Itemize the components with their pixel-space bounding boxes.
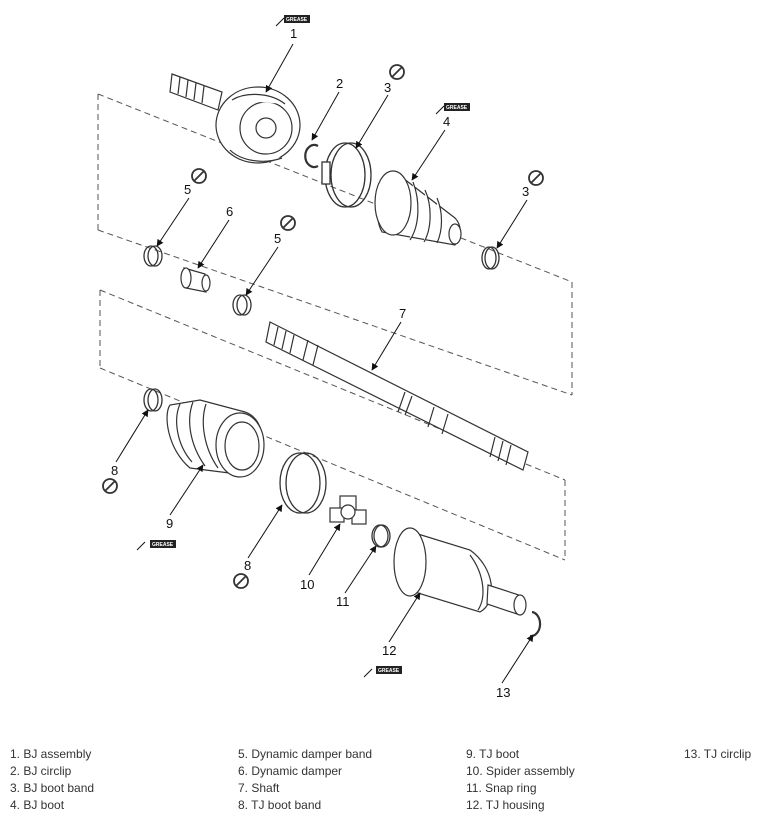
svg-text:GREASE: GREASE [152, 542, 174, 548]
no-reuse-icons [102, 64, 544, 589]
legend-item: 8. TJ boot band [238, 798, 322, 812]
no-reuse-icon [191, 168, 207, 184]
bj-boot-band-right-part [481, 246, 500, 270]
tj-circlip-part [529, 610, 542, 638]
dynamic-damper-band-part [143, 245, 163, 267]
legend-item: 9. TJ boot [466, 747, 520, 761]
no-reuse-icon [102, 478, 118, 494]
callout-5b: 5 [274, 231, 281, 246]
exploded-drive-shaft-diagram: 1 2 3 4 5 6 5 3 7 8 9 8 10 11 12 13 GREA… [97, 15, 573, 700]
bj-boot-part [374, 170, 462, 246]
legend-item: 12. TJ housing [466, 798, 545, 812]
dynamic-damper-part [180, 267, 211, 293]
no-reuse-icon [233, 573, 249, 589]
callout-numbers: 1 2 3 4 5 6 5 3 7 8 9 8 10 11 12 13 [111, 26, 529, 700]
legend-column-1: 1. BJ assembly 2. BJ circlip 3. BJ boot … [10, 746, 94, 814]
spider-assembly-part [329, 495, 367, 525]
svg-text:GREASE: GREASE [286, 17, 308, 23]
tj-boot-band-center-part [279, 452, 327, 514]
no-reuse-icon [280, 215, 296, 231]
grease-icon-9: GREASE [136, 540, 176, 551]
svg-text:GREASE: GREASE [446, 105, 468, 111]
tj-boot-part [166, 399, 265, 478]
legend-column-3: 9. TJ boot 10. Spider assembly 11. Snap … [466, 746, 575, 814]
legend-item: 1. BJ assembly [10, 747, 92, 761]
legend-column-2: 5. Dynamic damper band 6. Dynamic damper… [238, 746, 372, 814]
shaft-part [265, 321, 529, 471]
leader-arrows [115, 43, 534, 684]
grease-icon-1: GREASE [275, 15, 310, 27]
callout-6: 6 [226, 204, 233, 219]
callout-7: 7 [399, 306, 406, 321]
svg-text:GREASE: GREASE [378, 668, 400, 674]
dynamic-damper-band-center-part [232, 294, 252, 316]
legend-column-4: 13. TJ circlip [684, 746, 751, 763]
bj-boot-band-part [321, 142, 372, 208]
tj-housing-part [393, 527, 527, 616]
tj-boot-band-left-part [143, 388, 163, 412]
legend-item: 6. Dynamic damper [238, 764, 343, 778]
upper-assembly-frame [97, 93, 573, 396]
legend-item: 10. Spider assembly [466, 764, 575, 778]
grease-icon-4: GREASE [435, 103, 470, 115]
legend-item: 11. Snap ring [466, 781, 537, 795]
callout-4: 4 [443, 114, 450, 129]
callout-8a: 8 [111, 463, 118, 478]
legend-item: 3. BJ boot band [10, 781, 95, 795]
legend-item: 2. BJ circlip [10, 764, 72, 778]
lower-assembly-frame [99, 289, 566, 561]
callout-1: 1 [290, 26, 297, 41]
legend-item: 5. Dynamic damper band [238, 747, 373, 761]
callout-3: 3 [384, 80, 391, 95]
callout-12: 12 [382, 643, 396, 658]
callout-5a: 5 [184, 182, 191, 197]
no-reuse-icon [528, 170, 544, 186]
snap-ring-part [371, 524, 391, 548]
callout-2: 2 [336, 76, 343, 91]
no-reuse-icon [389, 64, 405, 80]
callout-11: 11 [336, 594, 350, 609]
bj-circlip-part [304, 143, 319, 169]
legend-item: 4. BJ boot [10, 798, 65, 812]
callout-10: 10 [300, 577, 314, 592]
legend-item: 7. Shaft [238, 781, 280, 795]
callout-3b: 3 [522, 184, 529, 199]
callout-8b: 8 [244, 558, 251, 573]
grease-icon-12: GREASE [363, 666, 402, 678]
callout-9: 9 [166, 516, 173, 531]
callout-13: 13 [496, 685, 510, 700]
legend-item: 13. TJ circlip [684, 747, 752, 761]
bj-assembly-part [169, 73, 301, 164]
